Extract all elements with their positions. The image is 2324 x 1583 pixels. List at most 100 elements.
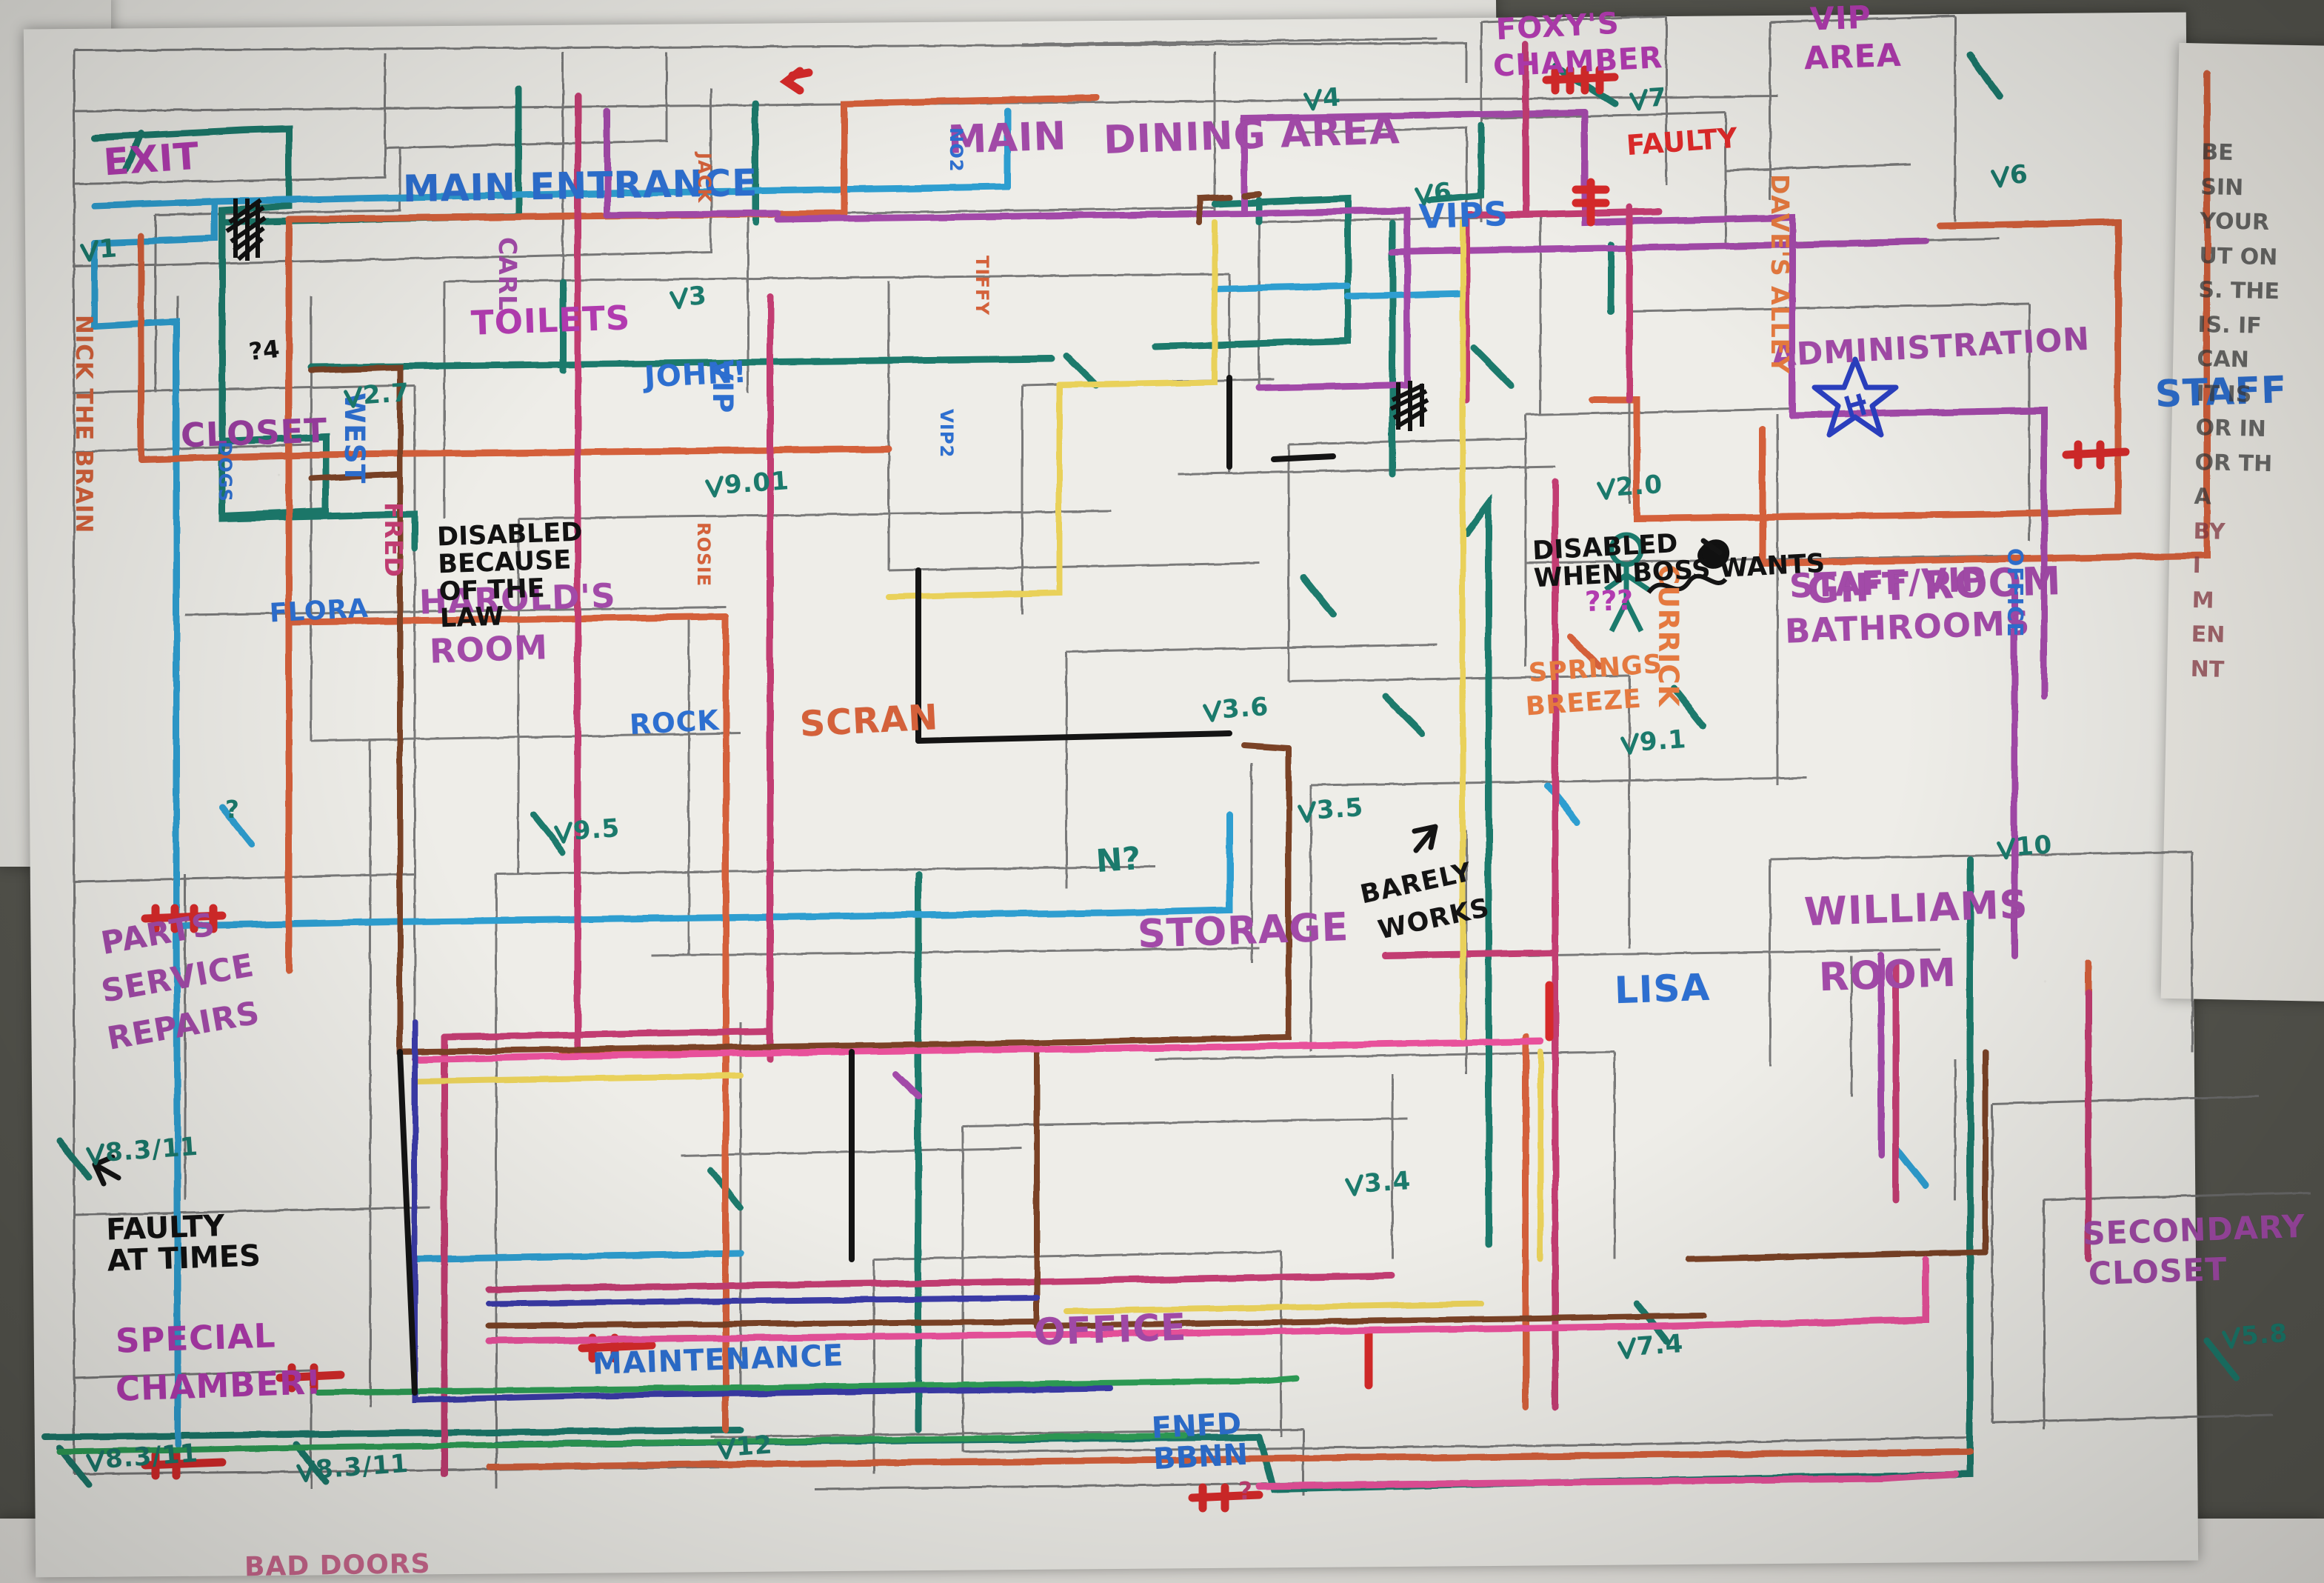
side-note-line: NT xyxy=(2190,656,2225,683)
side-note-line: EN xyxy=(2191,621,2226,648)
checkmark-icon xyxy=(1415,183,1433,206)
room-label-williams: WILLIAMS xyxy=(1803,882,2029,936)
checkmark-icon xyxy=(1617,1337,1636,1359)
checkmark-icon xyxy=(1620,733,1639,755)
measurement-marker: 9.01 xyxy=(704,466,790,500)
annotation-5: FNFD BBNN xyxy=(1150,1407,1249,1477)
vertical-label-tiffy: TIFFY xyxy=(972,256,992,316)
vertical-label-fred: FRED xyxy=(379,502,408,578)
cable-purple xyxy=(604,107,2048,1159)
checkmark-icon xyxy=(344,386,362,408)
annotation-0: DISABLED BECAUSE OF THE LAW xyxy=(436,517,584,634)
room-label-storage: STORAGE xyxy=(1137,904,1350,957)
measurement-value: 2.0 xyxy=(1615,469,1664,503)
room-label-area: AREA xyxy=(1803,37,1903,78)
annotation-4: FAULTY AT TIMES xyxy=(105,1209,261,1279)
room-label-vip: VIP xyxy=(1809,0,1872,39)
measurement-marker: 6 xyxy=(1990,159,2029,190)
measurement-marker: 1 xyxy=(79,233,118,264)
checkmark-icon xyxy=(1298,801,1316,823)
measurement-value: 6 xyxy=(1432,177,1453,208)
measurement-value: 10 xyxy=(2014,830,2054,862)
vertical-label-office: OFFICE xyxy=(2003,548,2028,638)
cable-navy xyxy=(412,1019,1114,1404)
annotation-2: ??? xyxy=(1584,583,1634,619)
side-note-line: OR TH xyxy=(2194,449,2273,477)
squiggle-doodle-icon xyxy=(1646,573,1728,594)
measurement-marker: 4 xyxy=(1303,82,1342,113)
checkmark-icon xyxy=(670,287,688,310)
measurement-value: 1 xyxy=(98,233,118,264)
measurement-marker: 10 xyxy=(1996,830,2054,862)
room-label-maintenance: MAINTENANCE xyxy=(592,1339,845,1382)
measurement-value: 5.8 xyxy=(2240,1318,2289,1352)
measurement-marker: 7.4 xyxy=(1617,1328,1685,1362)
cable-black xyxy=(397,375,1336,1396)
checkmark-icon xyxy=(1597,478,1615,500)
side-note-line: BY xyxy=(2193,518,2226,545)
room-label-scran: SCRAN xyxy=(798,697,940,745)
room-label-lisa: LISA xyxy=(1614,965,1712,1013)
annotation-7: ? xyxy=(225,796,239,824)
checkmark-icon xyxy=(1303,88,1322,111)
checkmark-icon xyxy=(705,475,724,498)
blue-star-icon xyxy=(1812,356,1899,438)
checkmark-icon xyxy=(86,1143,104,1165)
checkmark-icon xyxy=(86,1450,104,1472)
side-note-line: BE xyxy=(2200,139,2234,166)
room-label-exit: EXIT xyxy=(102,134,201,184)
vertical-label-carl: CARL xyxy=(493,237,522,312)
vertical-label-nick-the-brain: NICK THE BRAIN xyxy=(70,315,97,534)
side-note-line: CAN xyxy=(2197,346,2250,373)
checkmark-icon xyxy=(1629,88,1648,111)
side-note-line: OR IN xyxy=(2195,415,2267,442)
checkmark-icon xyxy=(1991,165,2009,188)
vertical-label-vip2: VIP2 xyxy=(936,409,957,459)
measurement-value: 7.4 xyxy=(1635,1328,1685,1362)
side-note-line: YOUR xyxy=(2200,208,2270,236)
vertical-label-dave-s-alley: DAVE'S ALLEY xyxy=(1766,174,1794,375)
cable-yellow xyxy=(412,219,1543,1314)
measurement-marker: 2.7 xyxy=(343,377,411,411)
vertical-label-no2: NO2 xyxy=(946,127,966,173)
measurement-value: 2.7 xyxy=(361,377,411,411)
measurement-value: 4 xyxy=(1321,82,1342,113)
scribble-blob-icon xyxy=(225,198,1730,569)
annotation-8: N? xyxy=(1095,840,1142,881)
measurement-marker: 8.3/11 xyxy=(295,1449,410,1484)
room-label-rock: ROCK xyxy=(628,703,721,741)
vertical-label-jack: JACK xyxy=(694,153,715,204)
cable-magenta xyxy=(441,41,2092,1478)
room-label-office: OFFICE xyxy=(1033,1305,1188,1354)
checkmark-icon xyxy=(554,822,572,844)
checkmark-icon xyxy=(1203,700,1221,722)
cable-teal xyxy=(41,52,2240,1493)
checkmark-icon xyxy=(80,239,98,262)
cable-pink xyxy=(411,1038,1959,1490)
checkmark-icon xyxy=(2222,1327,2240,1349)
checkmark-icon xyxy=(717,1437,735,1460)
measurement-marker: 8.3/11 xyxy=(85,1439,199,1474)
measurement-marker: 12 xyxy=(716,1430,774,1462)
side-note-line: IT IS xyxy=(2196,380,2252,408)
room-label-chamber: CHAMBER! xyxy=(115,1362,323,1409)
room-label-special: SPECIAL xyxy=(115,1316,277,1361)
measurement-marker: 3.5 xyxy=(1297,793,1364,825)
measurement-value: 3.4 xyxy=(1363,1165,1412,1199)
vertical-label-vip: VIP xyxy=(707,359,739,414)
measurement-marker: 3 xyxy=(669,281,708,312)
room-label-room: ROOM xyxy=(1817,950,1957,1001)
side-note-line: I xyxy=(2192,552,2202,579)
measurement-marker: 3.4 xyxy=(1344,1165,1412,1199)
arrow-icon-group xyxy=(92,538,1723,1187)
annotation-3: FAULTY xyxy=(1625,121,1739,162)
room-label-secondary: SECONDARY xyxy=(2082,1208,2306,1253)
room-label-closet: CLOSET xyxy=(2088,1251,2228,1293)
checkmark-icon xyxy=(1345,1174,1363,1196)
vertical-label-dogs: DOGS xyxy=(215,441,236,502)
measurement-value: 6 xyxy=(2009,159,2029,190)
measurement-marker: 8.3/11 xyxy=(85,1132,199,1167)
measurement-marker: 6 xyxy=(1414,177,1453,208)
